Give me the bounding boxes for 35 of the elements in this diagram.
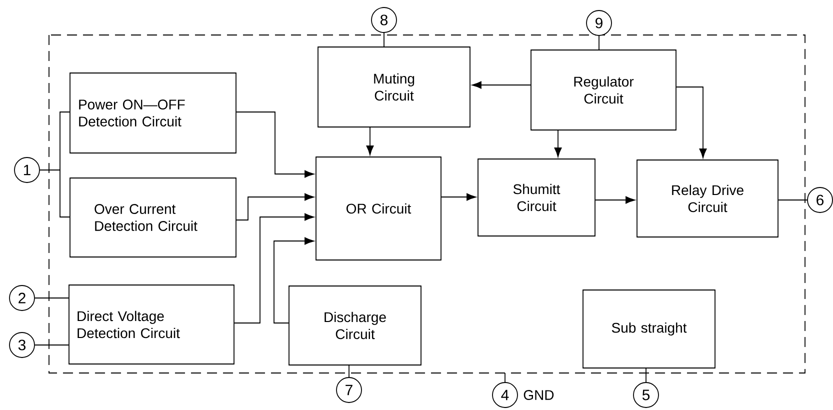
pin-number: 5 — [633, 382, 659, 408]
connection-line — [34, 344, 69, 346]
arrow — [472, 81, 531, 89]
circuit-block: OR Circuit — [316, 156, 442, 260]
circuit-block: Sub straight — [582, 290, 716, 368]
arrow — [236, 112, 314, 178]
pin-number: 4 — [492, 382, 518, 408]
arrow — [236, 193, 314, 220]
pin-number: 7 — [336, 377, 362, 403]
pin-number: 6 — [807, 187, 833, 213]
arrow — [366, 127, 374, 156]
pin-number: 1 — [14, 157, 40, 183]
arrow — [274, 237, 314, 324]
circuit-block: Regulator Circuit — [530, 50, 676, 130]
circuit-block: Power ON—OFF Detection Circuit — [70, 72, 236, 154]
arrow — [234, 213, 314, 324]
connection-line — [504, 372, 506, 382]
circuit-block: Direct Voltage Detection Circuit — [68, 284, 234, 364]
arrow — [441, 193, 476, 201]
pin-number: 9 — [586, 10, 612, 36]
arrow — [595, 196, 636, 204]
circuit-block: Discharge Circuit — [288, 286, 422, 366]
connection-line — [348, 365, 350, 378]
connection-line — [598, 36, 600, 50]
connection-line — [40, 170, 70, 218]
arrow — [554, 130, 562, 158]
pin-number: 8 — [371, 7, 397, 33]
arrow — [676, 86, 707, 158]
circuit-block: Over Current Detection Circuit — [70, 178, 236, 258]
circuit-block: Muting Circuit — [318, 46, 470, 128]
pin-number: 3 — [9, 332, 35, 358]
circuit-block: Shumitt Circuit — [478, 158, 596, 236]
pin-label: GND — [524, 390, 554, 400]
circuit-block: Relay Drive Circuit — [636, 160, 778, 238]
pin-number: 2 — [9, 285, 35, 311]
